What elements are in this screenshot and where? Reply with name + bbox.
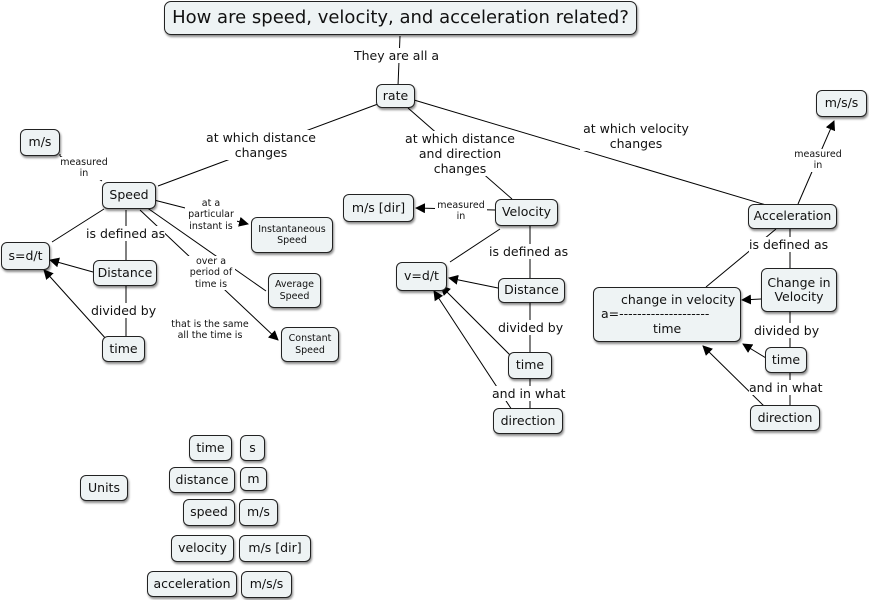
node-change-in-velocity: Change in Velocity (761, 268, 837, 312)
link-measured-in-acceleration: measured in (792, 149, 844, 172)
units-distance-quantity: distance (169, 467, 235, 493)
units-velocity-quantity: velocity (171, 535, 234, 562)
units-speed-quantity: speed (183, 499, 235, 526)
link-defined-velocity: is defined as (489, 244, 569, 259)
node-instantaneous-speed: Instantaneous Speed (251, 217, 333, 253)
units-velocity-unit: m/s [dir] (239, 535, 311, 562)
link-distance-direction-changes: at which distance and direction changes (404, 131, 516, 176)
node-velocity-unit: m/s [dir] (343, 194, 414, 222)
node-acceleration: Acceleration (748, 204, 837, 229)
link-measured-in-velocity: measured in (435, 200, 487, 223)
units-time-quantity: time (189, 435, 232, 461)
link-period-of-time: over a period of time is (187, 256, 235, 291)
units-acceleration-unit: m/s/s (241, 571, 292, 598)
link-in-what-velocity: and in what (492, 386, 566, 401)
node-velocity-direction: direction (493, 408, 563, 434)
link-measured-in-speed: measured in (58, 157, 110, 180)
units-distance-unit: m (240, 467, 267, 491)
units-acceleration-quantity: acceleration (147, 571, 237, 597)
node-speed: Speed (102, 182, 156, 209)
node-acceleration-unit: m/s/s (816, 90, 867, 117)
node-velocity-formula: v=d/t (396, 262, 447, 291)
units-label: Units (80, 475, 128, 501)
formula-denominator: time (653, 320, 682, 336)
node-constant-speed: Constant Speed (281, 327, 339, 362)
units-speed-unit: m/s (239, 499, 278, 526)
map-title: How are speed, velocity, and acceleratio… (164, 1, 637, 35)
node-speed-unit: m/s (20, 129, 60, 156)
node-acceleration-direction: direction (750, 405, 820, 431)
units-time-unit: s (240, 435, 265, 461)
link-divided-velocity: divided by (498, 320, 564, 335)
link-in-what-acceleration: and in what (749, 380, 823, 395)
link-defined-acceleration: is defined as (749, 237, 829, 252)
link-distance-changes: at which distance changes (205, 130, 317, 160)
formula-numerator: change in velocity (621, 291, 736, 307)
link-all-a: They are all a (354, 48, 440, 63)
link-divided-acceleration: divided by (754, 323, 820, 338)
node-acceleration-time: time (765, 347, 807, 373)
node-speed-formula: s=d/t (1, 242, 50, 270)
link-particular-instant: at a particular instant is (185, 198, 237, 233)
link-defined-speed: is defined as (86, 226, 166, 241)
node-rate: rate (376, 84, 415, 108)
link-same-all-time: that is the same all the time is (168, 319, 252, 342)
node-velocity-time: time (508, 352, 552, 379)
link-velocity-changes: at which velocity changes (580, 121, 692, 151)
formula-line: a=-------------------- (601, 306, 710, 322)
node-speed-time: time (102, 336, 145, 362)
link-divided-speed: divided by (91, 303, 157, 318)
node-acceleration-formula: change in velocity a=-------------------… (593, 287, 741, 342)
node-speed-distance: Distance (93, 260, 157, 286)
node-velocity-distance: Distance (498, 278, 565, 303)
node-velocity: Velocity (495, 199, 558, 226)
node-average-speed: Average Speed (268, 273, 321, 308)
